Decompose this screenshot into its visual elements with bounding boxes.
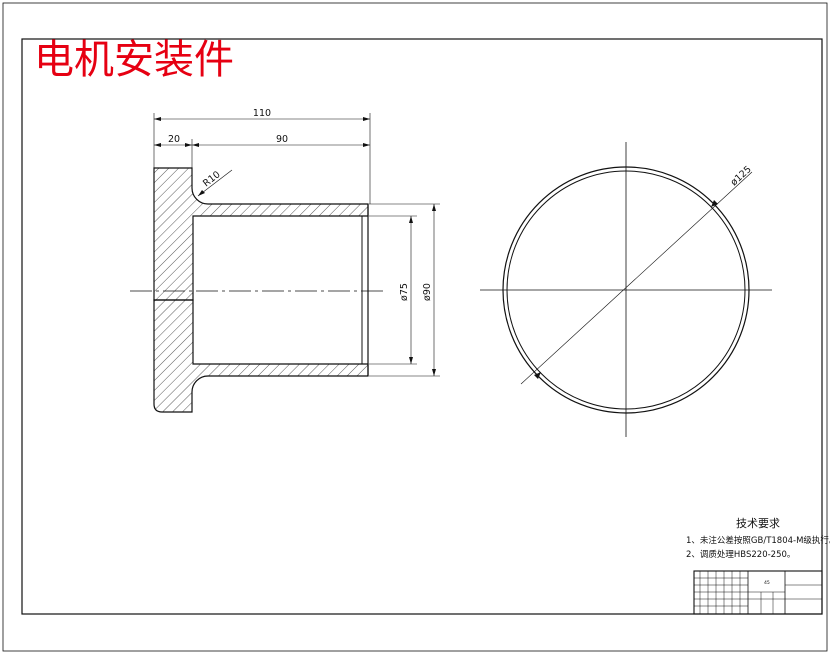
svg-text:110: 110: [253, 108, 271, 119]
technical-requirements: 技术要求 1、未注公差按照GB/T1804-M级执行。 2、调质处理HBS220…: [686, 517, 830, 560]
drawing-title: 电机安装件: [34, 37, 234, 83]
svg-text:ø75: ø75: [399, 283, 410, 301]
svg-text:R10: R10: [201, 169, 223, 189]
dim-20-90: 20 90: [154, 134, 370, 168]
dim-d90: ø90: [369, 203, 440, 377]
lower-wall-section: [153, 299, 369, 413]
dim-110: 110: [153, 108, 371, 204]
tech-req-heading: 技术要求: [736, 517, 780, 530]
side-view: ø125: [480, 142, 772, 437]
tech-req-item-1: 1、未注公差按照GB/T1804-M级执行。: [686, 535, 830, 546]
dim-d125: ø125: [520, 164, 754, 385]
dim-d75: ø75: [369, 215, 417, 365]
svg-text:ø90: ø90: [422, 283, 433, 301]
svg-text:ø125: ø125: [729, 164, 754, 188]
upper-wall-section: [153, 167, 369, 301]
svg-text:90: 90: [276, 134, 288, 145]
dim-r10: R10: [197, 169, 233, 197]
inner-frame: [21, 38, 823, 615]
material-code: 45: [764, 580, 770, 586]
section-view: 110 20 90 R10 ø75: [130, 108, 440, 413]
title-block: [693, 570, 823, 615]
svg-text:20: 20: [168, 134, 180, 145]
tech-req-item-2: 2、调质处理HBS220-250。: [686, 549, 795, 560]
